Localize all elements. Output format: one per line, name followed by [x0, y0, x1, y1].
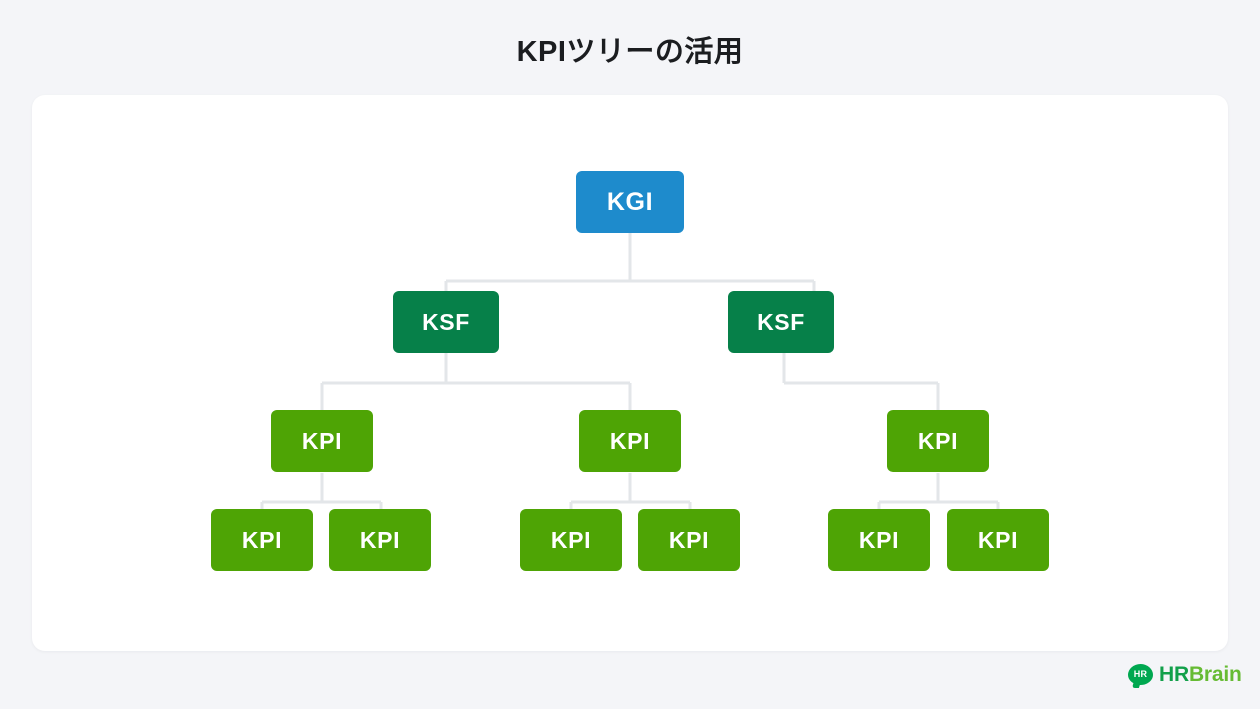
node-kpi-2-1[interactable]: KPI	[520, 509, 622, 571]
kpi-tree: KGI KSF KSF KPI KPI KPI KPI	[32, 95, 1228, 651]
node-ksf-1[interactable]: KSF	[393, 291, 499, 353]
hrbrain-logo: HR HR Brain	[1128, 662, 1242, 688]
node-label: KSF	[422, 308, 470, 335]
node-label: KPI	[550, 526, 592, 553]
node-kpi-2[interactable]: KPI	[579, 410, 681, 472]
node-label: KPI	[858, 526, 900, 553]
node-kpi-3-2[interactable]: KPI	[947, 509, 1049, 571]
node-label: KPI	[301, 427, 343, 454]
speech-bubble-icon: HR	[1128, 663, 1153, 688]
logo-mark-text: HR	[1133, 669, 1148, 679]
node-label: KGI	[606, 187, 654, 216]
node-ksf-2[interactable]: KSF	[728, 291, 834, 353]
node-label: KPI	[359, 526, 401, 553]
logo-word-primary: HR	[1159, 663, 1189, 686]
node-kpi-3[interactable]: KPI	[887, 410, 989, 472]
logo-word-secondary: Brain	[1188, 663, 1242, 686]
node-kpi-2-2[interactable]: KPI	[638, 509, 740, 571]
node-label: KPI	[241, 526, 283, 553]
bubble-shape	[1128, 663, 1153, 685]
diagram-card: KGI KSF KSF KPI KPI KPI KPI	[32, 95, 1228, 651]
node-label: KPI	[609, 427, 651, 454]
node-kgi[interactable]: KGI	[576, 171, 684, 233]
node-label: KSF	[757, 308, 805, 335]
node-kpi-1[interactable]: KPI	[271, 410, 373, 472]
page-title: KPIツリーの活用	[516, 36, 744, 68]
logo-wordmark: HR Brain	[1159, 663, 1242, 687]
node-label: KPI	[917, 427, 959, 454]
node-kpi-3-1[interactable]: KPI	[828, 509, 930, 571]
node-label: KPI	[977, 526, 1019, 553]
node-kpi-1-2[interactable]: KPI	[329, 509, 431, 571]
node-kpi-1-1[interactable]: KPI	[211, 509, 313, 571]
node-label: KPI	[668, 526, 710, 553]
